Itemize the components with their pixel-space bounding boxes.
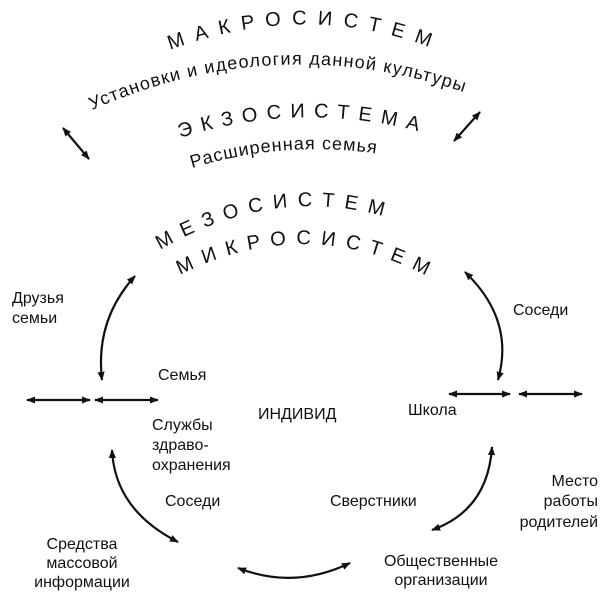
arrow-neighbors-school: [464, 271, 504, 381]
arrow-health-media: [108, 449, 179, 543]
macro-right-arrow: [453, 111, 481, 142]
mass-media-label-line1: Средства: [47, 536, 118, 553]
arrow-media-orgs: [237, 562, 351, 579]
arrow-friends-family: [97, 275, 136, 381]
peers-label: Сверстники: [330, 493, 417, 510]
mass-media-label-line3: информации: [34, 574, 130, 591]
individual-label: ИНДИВИД: [258, 406, 337, 423]
public-orgs-label-line1: Общественные: [384, 553, 498, 570]
health-label-line3: охранения: [152, 457, 231, 474]
exosystem-subtitle: Расширенная семья: [188, 133, 380, 172]
neighbors-inner-label: Соседи: [165, 493, 220, 510]
arrow-school-orgs: [431, 446, 496, 532]
parents-work-label-line3: родителей: [520, 514, 598, 531]
school-label: Школа: [408, 402, 457, 419]
public-orgs-label-line2: организации: [394, 572, 487, 589]
macro-left-arrow: [62, 127, 90, 160]
mass-media-label-line2: массовой: [46, 555, 117, 572]
health-label-line2: здраво-: [152, 437, 209, 454]
friends-label-line1: Друзья: [12, 290, 64, 307]
friends-label-line2: семьи: [12, 310, 57, 327]
family-label: Семья: [158, 367, 206, 384]
health-label-line1: Службы: [152, 417, 213, 434]
parents-work-label-line2: работы: [544, 493, 598, 510]
macrosystem-title: МАКРОСИСТЕМА: [0, 0, 445, 55]
neighbors-right-label: Соседи: [513, 302, 568, 319]
parents-work-label-line1: Место: [552, 473, 599, 490]
